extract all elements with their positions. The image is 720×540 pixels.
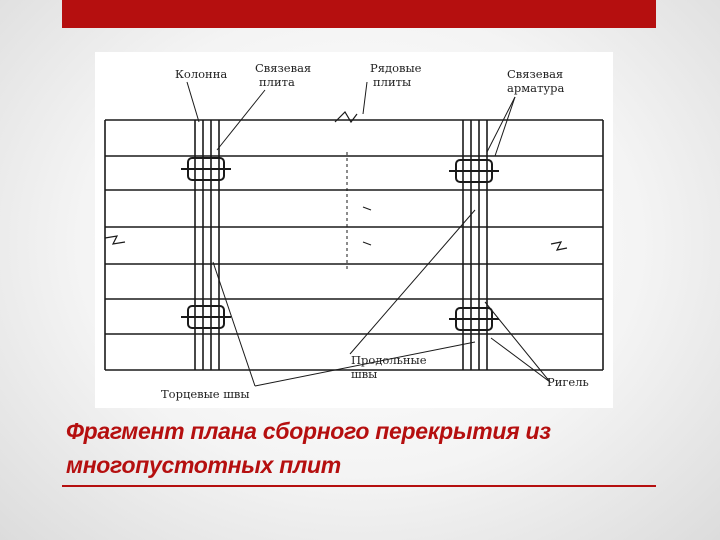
label-tie-plate-line2: плита <box>259 75 295 89</box>
label-tie-rebar-line1: Связевая <box>507 67 563 81</box>
label-column: Колонна <box>175 67 227 81</box>
slide-caption: Фрагмент плана сборного перекрытия из мн… <box>66 414 626 482</box>
floor-plan-drawing: Колонна Связевая плита Рядовые плиты Свя… <box>104 61 604 401</box>
caption-underline <box>62 485 656 487</box>
label-long-joints-line1: Продольные <box>351 353 427 367</box>
label-end-joints: Торцевые швы <box>161 387 250 401</box>
left-girder <box>181 120 231 370</box>
label-tie-plate-line1: Связевая <box>255 61 311 75</box>
label-row-plates-line2: плиты <box>373 75 411 89</box>
label-girder: Ригель <box>547 375 589 389</box>
top-accent-bar <box>62 0 656 28</box>
right-girder <box>449 120 499 370</box>
floor-plan-figure: Колонна Связевая плита Рядовые плиты Свя… <box>95 52 613 408</box>
label-tie-rebar-line2: арматура <box>507 81 565 95</box>
label-row-plates-line1: Рядовые <box>370 61 422 75</box>
caption-line-2: многопустотных плит <box>66 452 341 478</box>
plate-joint-lines <box>105 119 603 371</box>
label-long-joints-line2: швы <box>351 367 377 381</box>
caption-line-1: Фрагмент плана сборного перекрытия из <box>66 418 551 444</box>
leader-lines <box>186 81 551 387</box>
